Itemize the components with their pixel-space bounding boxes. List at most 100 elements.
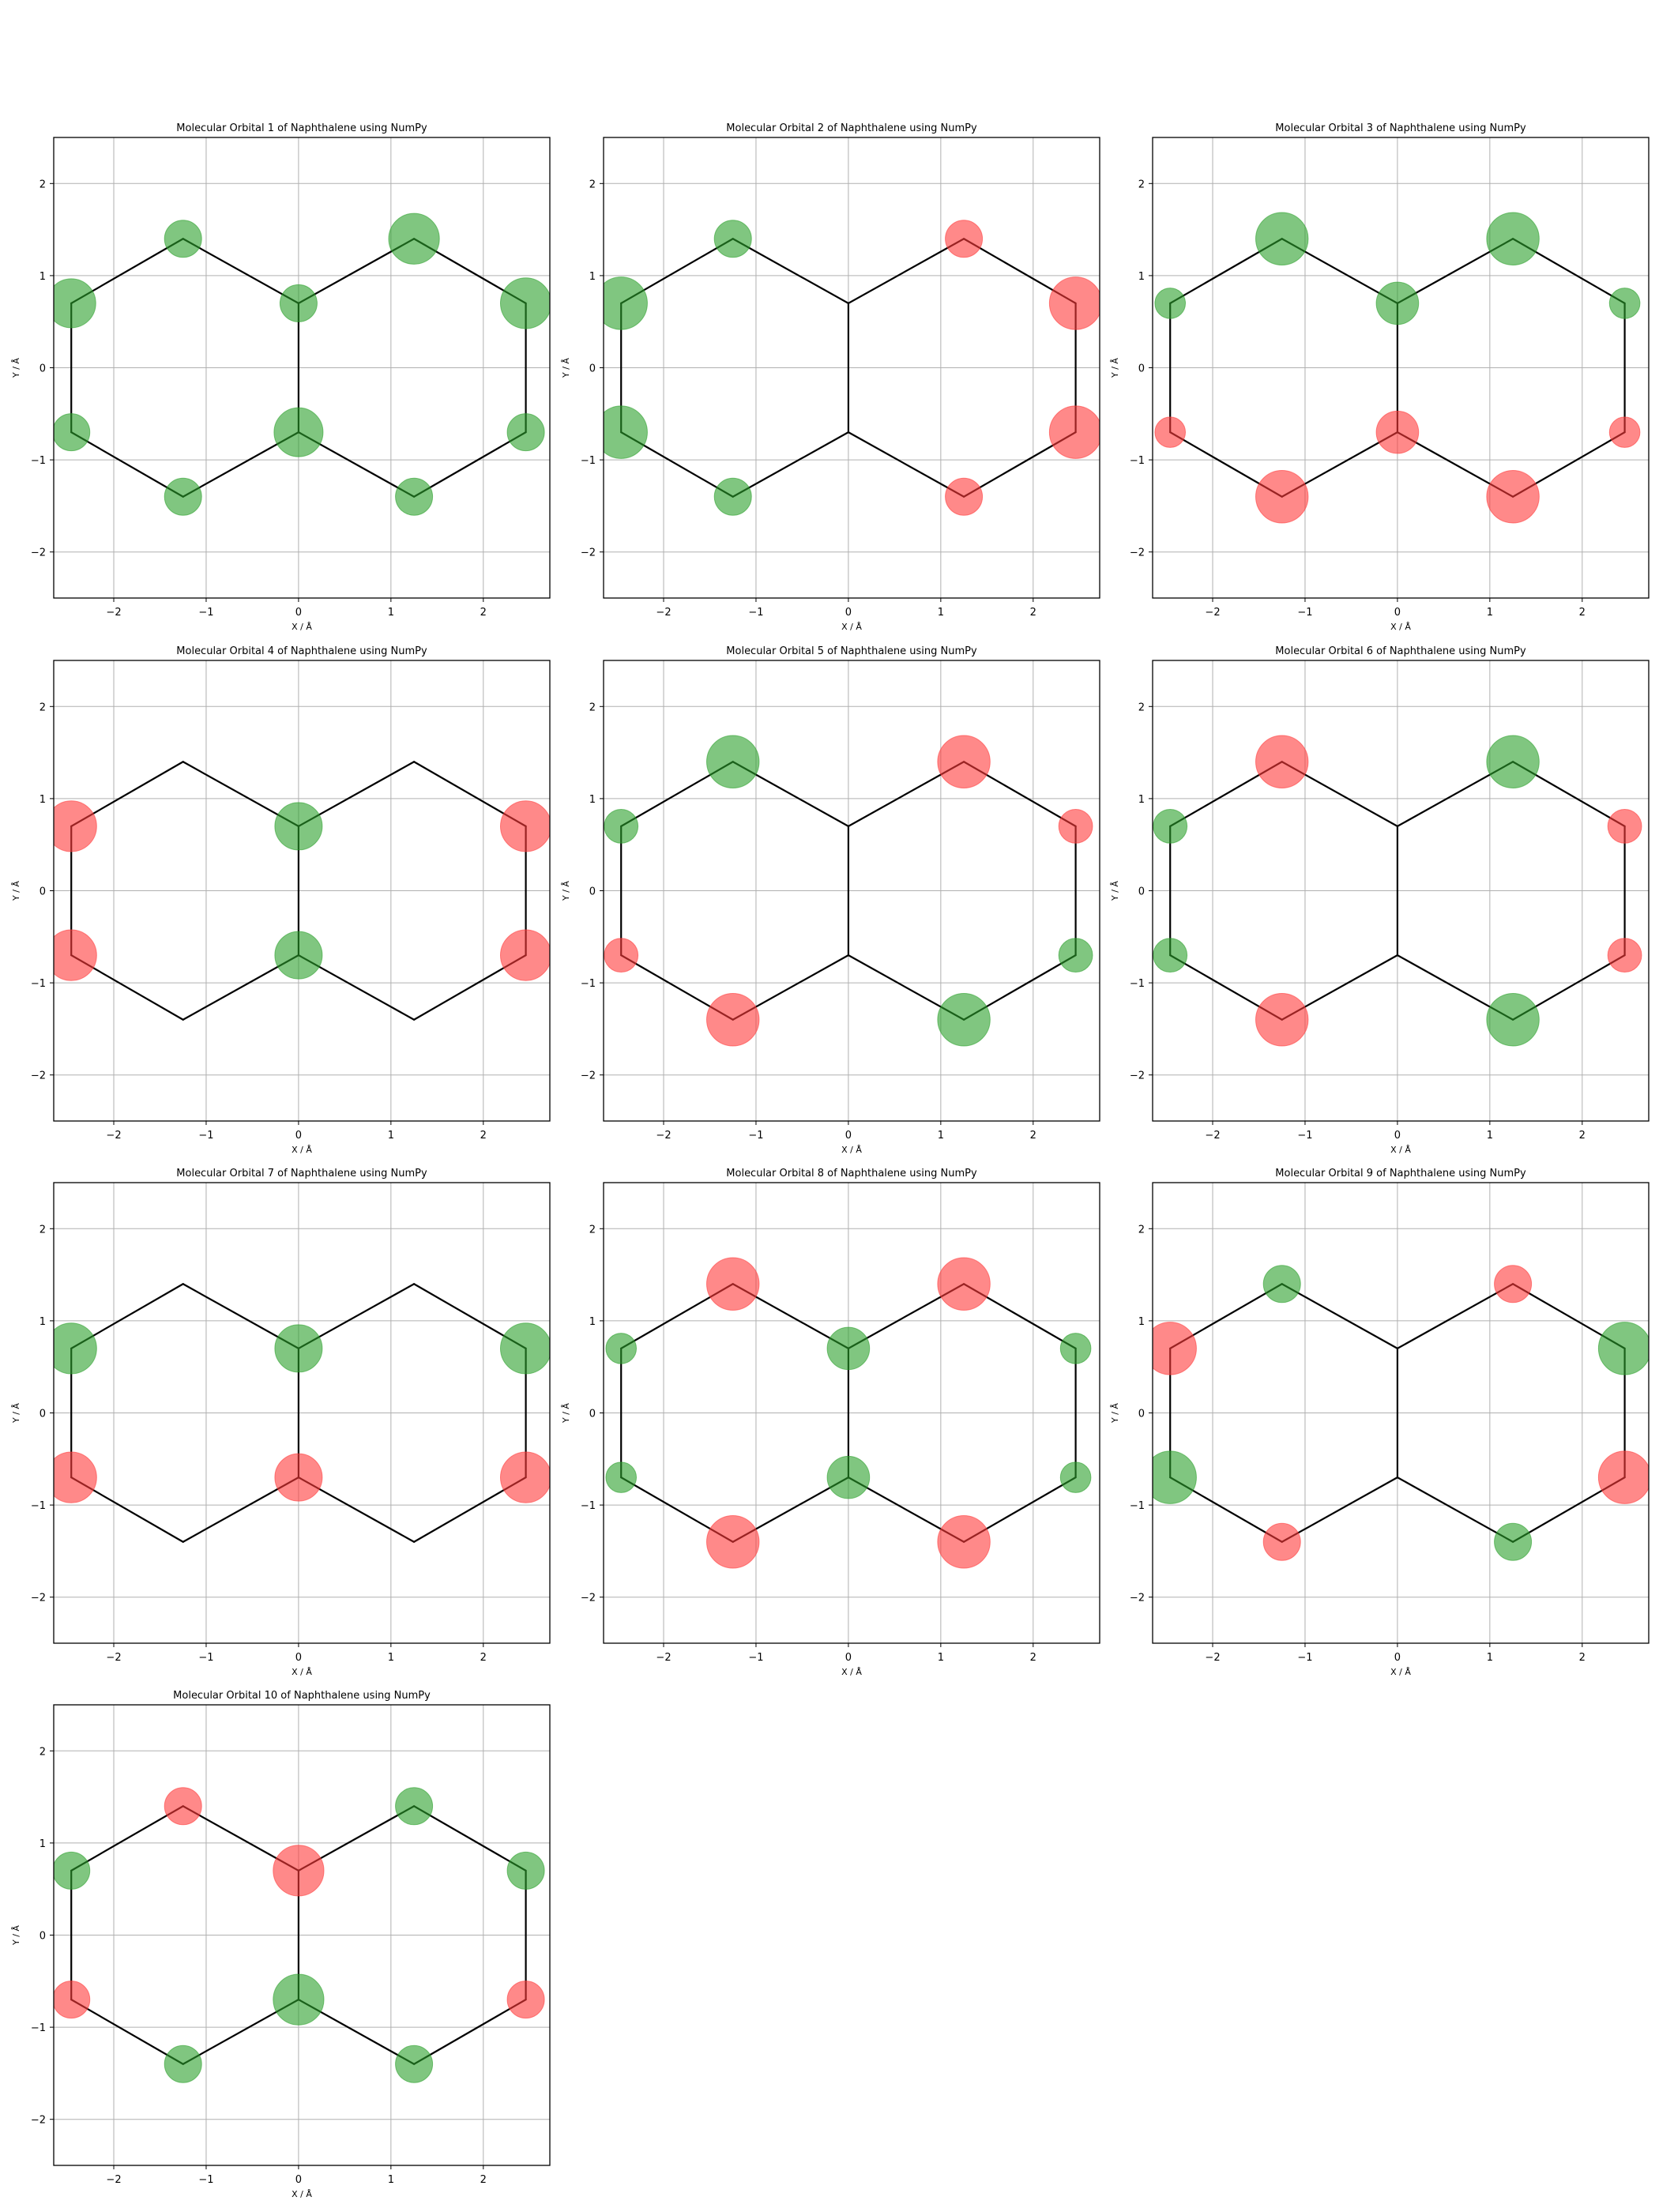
orbital-lobe-negative (945, 477, 984, 516)
x-tick-label: −2 (656, 1652, 671, 1664)
x-tick-label: 2 (1579, 1652, 1586, 1664)
orbital-lobe-negative (274, 1453, 323, 1502)
orbital-lobes (1153, 1265, 1649, 1561)
orbital-lobe-negative (1255, 735, 1309, 788)
y-tick-label: 1 (1138, 271, 1145, 283)
orbital-lobe-negative (1058, 808, 1093, 844)
orbital-lobe-positive (395, 1787, 434, 1826)
x-tick-label: 0 (1394, 1130, 1401, 1142)
orbital-lobe-negative (1153, 1322, 1197, 1375)
orbital-lobe-positive (605, 1333, 638, 1364)
x-tick-label: 2 (480, 607, 487, 619)
x-tick-label: 1 (388, 2174, 394, 2186)
bond-line (847, 238, 965, 304)
x-tick-label: −2 (656, 1130, 671, 1142)
x-axis-label: X / Å (292, 622, 312, 632)
x-tick-label: 2 (1030, 607, 1036, 619)
x-tick-label: 0 (295, 1652, 302, 1664)
orbital-lobe-positive (500, 1322, 550, 1375)
x-tick-label: −1 (1297, 1652, 1312, 1664)
y-tick-label: 2 (1138, 1224, 1145, 1236)
panel-title: Molecular Orbital 7 of Naphthalene using… (176, 1168, 427, 1179)
bond-line (1281, 1477, 1399, 1543)
orbital-lobe-positive (164, 477, 202, 516)
x-tick-label: −2 (106, 1652, 121, 1664)
x-axis-label: X / Å (1390, 622, 1411, 632)
panel-title: Molecular Orbital 2 of Naphthalene using… (726, 122, 977, 134)
x-axis-label: X / Å (841, 622, 862, 632)
orbital-lobe-negative (1486, 470, 1540, 524)
orbital-lobe-negative (500, 800, 550, 852)
orbital-lobe-positive (1486, 993, 1540, 1047)
y-tick-label: 1 (1138, 1316, 1145, 1328)
orbital-lobes (1153, 735, 1642, 1047)
y-tick-label: −2 (1130, 547, 1145, 559)
x-tick-label: −2 (106, 1130, 121, 1142)
x-tick-label: 0 (845, 1130, 852, 1142)
y-tick-label: −2 (31, 547, 46, 559)
x-tick-label: −2 (1205, 1652, 1220, 1664)
x-tick-label: −1 (1297, 607, 1312, 619)
orbital-lobe-negative (1375, 410, 1420, 454)
y-tick-label: −2 (31, 1070, 46, 1082)
y-axis-label: Y / Å (561, 358, 571, 378)
orbital-lobes (54, 1787, 545, 2083)
y-tick-label: 1 (40, 794, 46, 806)
x-tick-label: −2 (1205, 1130, 1220, 1142)
y-tick-label: −1 (1130, 1500, 1145, 1512)
orbital-lobes (605, 1257, 1092, 1569)
orbital-lobe-positive (1153, 808, 1188, 844)
y-tick-label: 1 (589, 794, 596, 806)
orbital-lobe-positive (1262, 1265, 1301, 1304)
orbital-lobe-positive (279, 284, 318, 322)
orbital-lobe-positive (1255, 212, 1309, 265)
orbital-lobe-negative (1048, 405, 1100, 459)
x-tick-label: 1 (388, 607, 394, 619)
y-tick-label: −1 (1130, 978, 1145, 990)
y-tick-label: 2 (589, 179, 596, 190)
orbital-lobe-positive (506, 1851, 545, 1890)
orbital-lobe-negative (54, 929, 97, 981)
x-tick-label: 1 (1487, 607, 1493, 619)
orbital-lobe-negative (1607, 938, 1642, 973)
y-tick-label: 2 (40, 702, 46, 713)
x-tick-label: −1 (198, 607, 213, 619)
y-tick-label: 0 (1138, 1409, 1145, 1420)
orbital-lobe-negative (1607, 808, 1642, 844)
x-axis-label: X / Å (841, 1667, 862, 1677)
y-axis-label: Y / Å (11, 358, 21, 378)
x-tick-label: −2 (656, 607, 671, 619)
y-tick-label: −2 (31, 1593, 46, 1604)
orbital-lobe-positive (713, 220, 752, 258)
y-axis-label: Y / Å (1110, 358, 1120, 378)
x-tick-label: −2 (106, 2174, 121, 2186)
orbital-lobe-positive (1486, 735, 1540, 788)
orbital-lobe-positive (1486, 212, 1540, 265)
bond-line (412, 1999, 527, 2065)
bond-line (1396, 1283, 1514, 1349)
y-tick-label: 2 (1138, 179, 1145, 190)
orbital-lobe-positive (1608, 288, 1641, 319)
x-tick-label: 2 (1579, 1130, 1586, 1142)
x-tick-label: −1 (198, 1652, 213, 1664)
x-tick-label: 2 (480, 1652, 487, 1664)
x-tick-label: 0 (845, 1652, 852, 1664)
bond-line (412, 1805, 527, 1872)
orbital-lobes (54, 1322, 550, 1503)
orbital-lobe-negative (1608, 416, 1641, 448)
panel-title: Molecular Orbital 1 of Naphthalene using… (176, 122, 427, 134)
x-axis-label: X / Å (1390, 1667, 1411, 1677)
bond-line (732, 238, 850, 304)
orbital-lobe-negative (54, 800, 97, 852)
x-tick-label: 1 (938, 607, 944, 619)
orbital-lobe-negative (1262, 1522, 1301, 1561)
orbital-lobe-negative (706, 1257, 760, 1311)
orbital-lobe-positive (826, 1326, 871, 1371)
bond-line (1396, 1477, 1514, 1543)
panel-title: Molecular Orbital 10 of Naphthalene usin… (173, 1690, 431, 1702)
y-tick-label: −1 (31, 978, 46, 990)
orbital-lobe-positive (1597, 1322, 1649, 1375)
x-axis-label: X / Å (292, 2189, 312, 2199)
bond-line (70, 431, 184, 498)
